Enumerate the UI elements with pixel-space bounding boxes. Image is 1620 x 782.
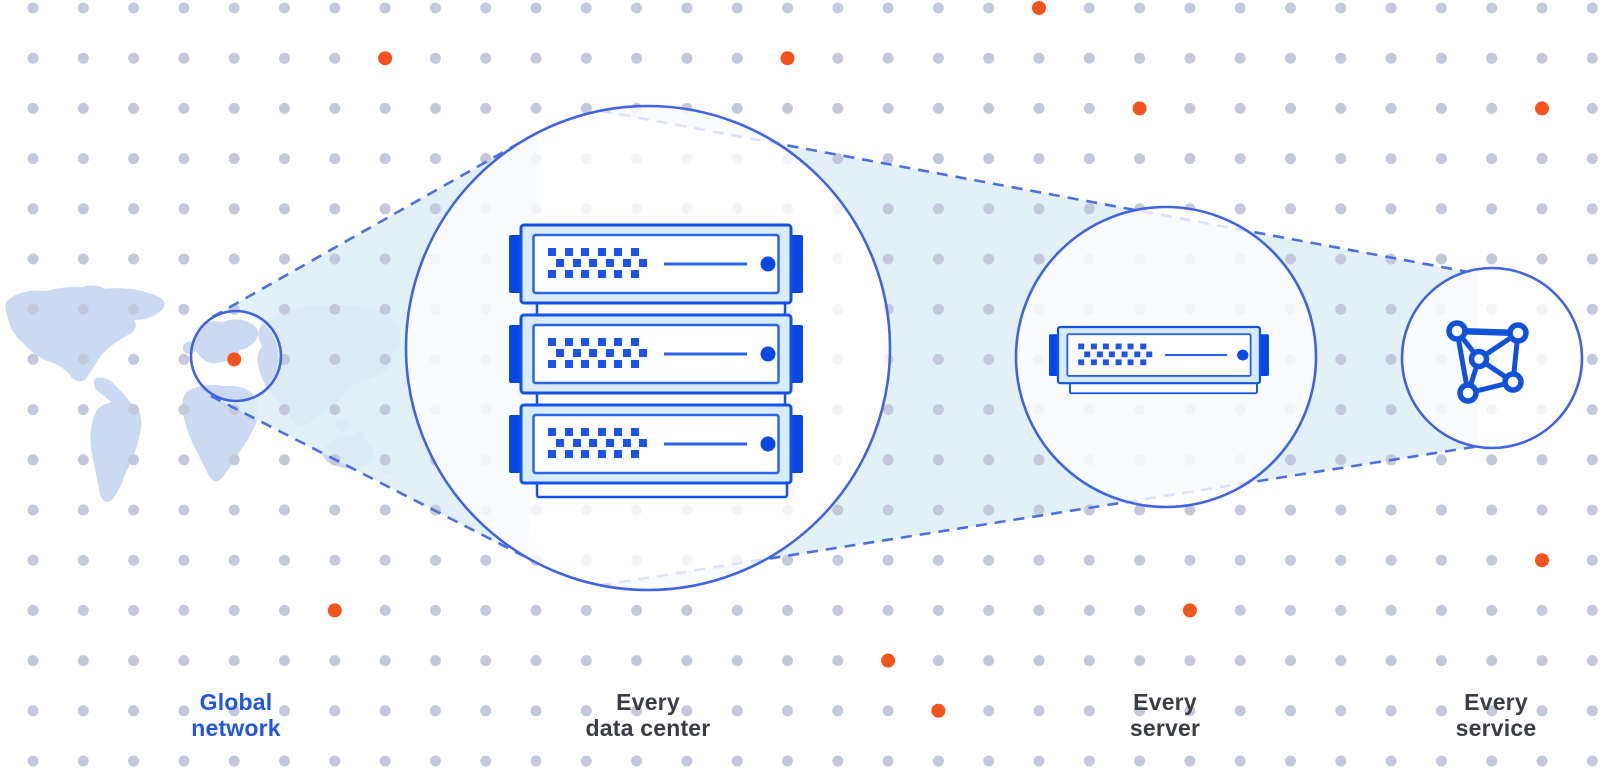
server-unit: [507, 223, 805, 305]
label-global-network: Global network: [126, 689, 346, 741]
label-line: Every: [616, 689, 680, 715]
label-line: data center: [585, 715, 711, 741]
label-every-data-center: Every data center: [538, 689, 758, 741]
label-line: Every: [1464, 689, 1528, 715]
label-line: Global: [199, 689, 273, 715]
data-center-servers: [507, 223, 805, 499]
dashed-connector-lines: [210, 109, 1479, 587]
global-network-circle: [189, 309, 283, 403]
server-unit: [507, 313, 805, 395]
network-mesh-icon: [1446, 320, 1529, 404]
label-every-server: Every server: [1055, 689, 1275, 741]
single-server: [1047, 325, 1271, 395]
label-line: server: [1129, 715, 1201, 741]
service-circle: [1400, 266, 1584, 450]
label-line: service: [1455, 715, 1537, 741]
label-line: Every: [1133, 689, 1197, 715]
server-unit: [507, 403, 805, 485]
label-line: network: [191, 715, 281, 741]
label-every-service: Every service: [1386, 689, 1606, 741]
